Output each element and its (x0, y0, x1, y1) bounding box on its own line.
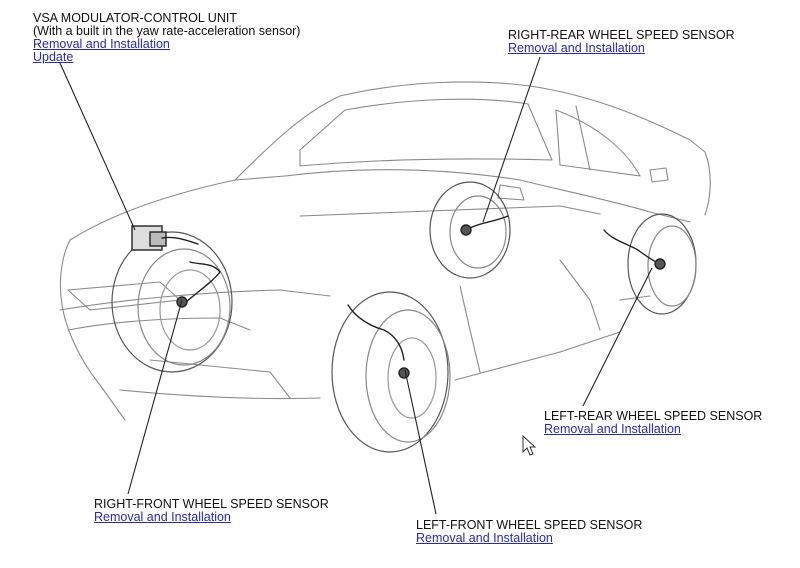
left-rear-removal-link[interactable]: Removal and Installation (544, 422, 681, 436)
right-rear-sensor (460, 224, 472, 236)
right-rear-leader-line (482, 56, 541, 223)
right-rear-sensor-harness (469, 215, 509, 229)
wheels (111, 181, 697, 453)
mouse-cursor-icon (522, 434, 537, 456)
right-front-leader-line (127, 299, 183, 495)
right-front-sensor-harness (185, 261, 221, 303)
leader-lines (59, 56, 653, 515)
vsa-unit-title: VSA MODULATOR-CONTROL UNIT (33, 11, 237, 25)
right-rear-callout: RIGHT-REAR WHEEL SPEED SENSOR Removal an… (508, 29, 735, 55)
right-front-title: RIGHT-FRONT WHEEL SPEED SENSOR (94, 497, 329, 511)
right-front-removal-link[interactable]: Removal and Installation (94, 510, 231, 524)
car-body-outline (59, 81, 711, 421)
left-rear-sensor (654, 258, 666, 270)
left-front-sensor-harness (347, 304, 405, 361)
right-front-wheel (111, 231, 233, 373)
right-rear-title: RIGHT-REAR WHEEL SPEED SENSOR (508, 28, 735, 42)
left-front-removal-link[interactable]: Removal and Installation (416, 531, 553, 545)
vsa-update-link[interactable]: Update (33, 50, 74, 64)
left-rear-wheel (627, 213, 697, 315)
left-front-sensor (398, 367, 410, 379)
left-rear-title: LEFT-REAR WHEEL SPEED SENSOR (544, 409, 763, 423)
left-front-leader-line (404, 369, 437, 515)
vsa-unit-callout: VSA MODULATOR-CONTROL UNIT (With a built… (33, 12, 300, 64)
left-rear-callout: LEFT-REAR WHEEL SPEED SENSOR Removal and… (544, 410, 762, 436)
right-rear-removal-link[interactable]: Removal and Installation (508, 41, 645, 55)
vsa-leader-line (59, 62, 136, 231)
right-rear-wheel (429, 181, 511, 279)
left-front-title: LEFT-FRONT WHEEL SPEED SENSOR (416, 518, 643, 532)
vsa-unit-subtitle: (With a built in the yaw rate-accelerati… (33, 24, 301, 38)
left-front-wheel (331, 291, 451, 453)
vsa-removal-link[interactable]: Removal and Installation (33, 37, 170, 51)
vsa-modulator-unit (131, 225, 199, 251)
left-rear-leader-line (582, 267, 653, 407)
left-front-callout: LEFT-FRONT WHEEL SPEED SENSOR Removal an… (416, 519, 642, 545)
left-rear-sensor-harness (603, 229, 659, 264)
right-front-callout: RIGHT-FRONT WHEEL SPEED SENSOR Removal a… (94, 498, 329, 524)
